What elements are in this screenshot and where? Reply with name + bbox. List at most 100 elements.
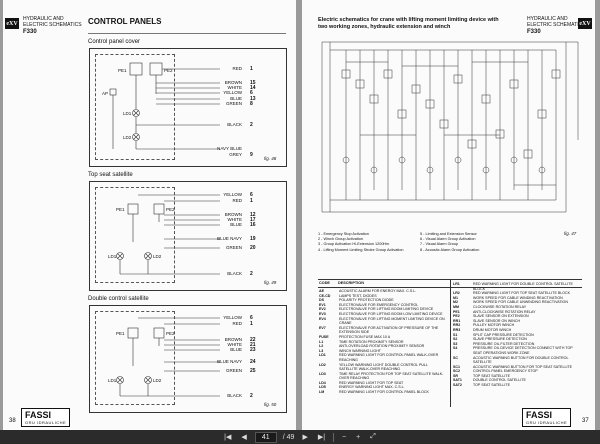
last-page-icon[interactable]: ▶| — [317, 434, 326, 441]
fullscreen-icon[interactable]: ⤢ — [370, 433, 376, 440]
prev-page-icon[interactable]: ◀ — [241, 434, 247, 441]
logo-text: FASSI — [25, 410, 52, 420]
legend-code: EV2 — [319, 307, 326, 312]
first-page-icon[interactable]: |◀ — [224, 434, 232, 441]
top-seat-satellite-diagram: PE1 PE2 LD1 LD2 YELLOW 6 RED 1 BROWN 12 … — [89, 181, 287, 291]
legend-row: SAT2 TOP SEAT SATELLITE — [452, 383, 582, 388]
wire-number: 17 — [250, 217, 256, 223]
logo-subtext: GRU IDRAULICHE — [25, 420, 67, 425]
fassi-logo: FASSI GRU IDRAULICHE — [522, 408, 572, 427]
page-number: 38 — [9, 418, 16, 424]
legend-desc: SPLIT CAP PRESSURE DETECTION — [473, 332, 534, 337]
legend-desc: CLOCKWISE ROTATION RELAY — [473, 304, 527, 309]
wire-label: BLUE — [230, 96, 242, 101]
wire-label: BLACK — [227, 122, 242, 127]
legend-desc: ACOUSTIC WARNING BUTTON FOR TOP SEAT SAT… — [473, 364, 573, 369]
term-pe1: PE1 — [116, 207, 125, 212]
wire-label: YELLOW — [223, 315, 242, 320]
current-page-input[interactable]: 41 — [254, 431, 277, 443]
legend-desc: RED WARNING LIGHT FOR CONTROL PANEL WALK… — [339, 353, 439, 362]
legend-desc: ACOUSTIC WARNING BUTTON FOR DOUBLE CONTR… — [473, 355, 569, 365]
section1-title: Control panel cover — [88, 39, 141, 45]
header-line2: ELECTRIC SCHEMATICS — [23, 22, 82, 28]
next-page-icon[interactable]: ▶ — [302, 434, 308, 441]
wire-label: RED — [232, 198, 242, 203]
legend-code: EV3 — [319, 311, 326, 316]
term-ld1: LD1 — [108, 254, 117, 259]
wire-label: BLUE — [230, 222, 242, 227]
legend-code: LR1 — [453, 282, 460, 286]
legend-desc: PRESSURE OIL FILTER DETECTION — [473, 341, 535, 346]
legend-code: SAT2 — [453, 383, 462, 388]
left-page: eXV HYDRAULIC AND ELECTRIC SCHEMATICS F3… — [3, 0, 296, 430]
wire-number: 25 — [250, 368, 256, 374]
legend-code: EV4 — [319, 316, 326, 321]
legend-row: EV4 ELECTROVALVE FOR LIFTING MOMENT LIMIT… — [318, 317, 448, 326]
section3-title: Double control satellite — [88, 296, 149, 302]
legend-row: MM CLOCKWISE ROTATION RELAY — [452, 305, 582, 310]
legend-code: LD3 — [319, 371, 326, 376]
wire-label: NAVY BLUE — [217, 146, 242, 151]
note-item: 3 - Group Activation Hi-Extension 1200Hm — [318, 242, 390, 247]
legend-desc: SLAVE PRESSURE DETECTION — [473, 337, 527, 342]
wire-label: WHITE — [227, 342, 243, 347]
legend-code: M2 — [453, 300, 458, 305]
wire-number: 1 — [250, 66, 253, 72]
note-item: 6 - Visual Alarm Group Activation — [420, 237, 476, 242]
total-pages: / 49 — [282, 433, 295, 441]
legend-desc: PROTECTION FUSE MAX 10 A — [339, 334, 391, 339]
legend-code: LM — [319, 390, 325, 395]
legend-code: SC1 — [453, 364, 460, 369]
schematic-title: Electric schematics for crane with lifti… — [318, 17, 499, 30]
legend-row: LR1 RED WARNING LIGHT FOR DOUBLE CONTROL … — [452, 282, 582, 291]
legend-desc: ELECTROVALVE FOR LIFTING MOMENT LIMITING… — [339, 316, 445, 326]
legend-desc: ACOUSTIC ALARM FOR ENERGY MAX. C.S.L. — [339, 289, 417, 293]
note-item: 7 - Visual Alarm Group — [420, 242, 459, 247]
zoom-out-icon[interactable]: − — [342, 433, 347, 441]
fassi-logo: FASSI GRU IDRAULICHE — [21, 408, 71, 427]
page-title: CONTROL PANELS — [88, 17, 162, 26]
term-pe1: PE1 — [118, 68, 127, 73]
wire-label: BROWN — [224, 212, 242, 217]
legend-header-desc: DESCRIPTION — [338, 281, 364, 285]
wire-label: BROWN — [224, 80, 242, 85]
legend-code: S2 — [453, 337, 458, 342]
term-pe1: PE1 — [116, 331, 125, 336]
wire-label: RED — [232, 66, 242, 71]
legend-desc: POLARITY PROTECTION DIODE — [339, 298, 394, 303]
legend-code: LD5 — [319, 385, 326, 390]
section1-fig: fig. 48 — [264, 156, 277, 161]
legend-code: M1 — [453, 295, 458, 300]
double-control-satellite-wiring — [116, 317, 220, 397]
legend-desc: RED WARNING LIGHT FOR DOUBLE CONTROL SAT… — [473, 282, 573, 291]
legend-row: SC1 ACOUSTIC WARNING BUTTON FOR TOP SEAT … — [452, 365, 582, 370]
legend-desc: PULLEY MOTOR WINCH — [473, 323, 515, 328]
legend-desc: SLAVE SENSOR ON EXTENSION — [473, 314, 529, 319]
zoom-in-icon[interactable]: + — [356, 433, 361, 441]
legend-desc: CONTROL PANEL EMERGENCY STOP — [473, 369, 538, 374]
note-item: 2 - Winch Group Activation — [318, 237, 363, 242]
wire-number: 22 — [250, 337, 256, 343]
header-model: F330 — [23, 29, 37, 35]
legend-desc: TOP SEAT SATELLITE — [473, 383, 511, 388]
header-line1: HYDRAULIC AND — [23, 16, 64, 22]
legend-code: MM — [453, 304, 459, 309]
legend-code: PE1 — [453, 309, 460, 314]
section2-fig: fig. 49 — [264, 280, 277, 285]
wire-label: BLUE NAVY — [217, 236, 242, 241]
legend-code: LR2 — [453, 291, 460, 296]
header-line2: ELECTRIC SCHEMATICS — [527, 22, 586, 28]
legend-row: S2 SLAVE PRESSURE DETECTION — [452, 337, 582, 342]
